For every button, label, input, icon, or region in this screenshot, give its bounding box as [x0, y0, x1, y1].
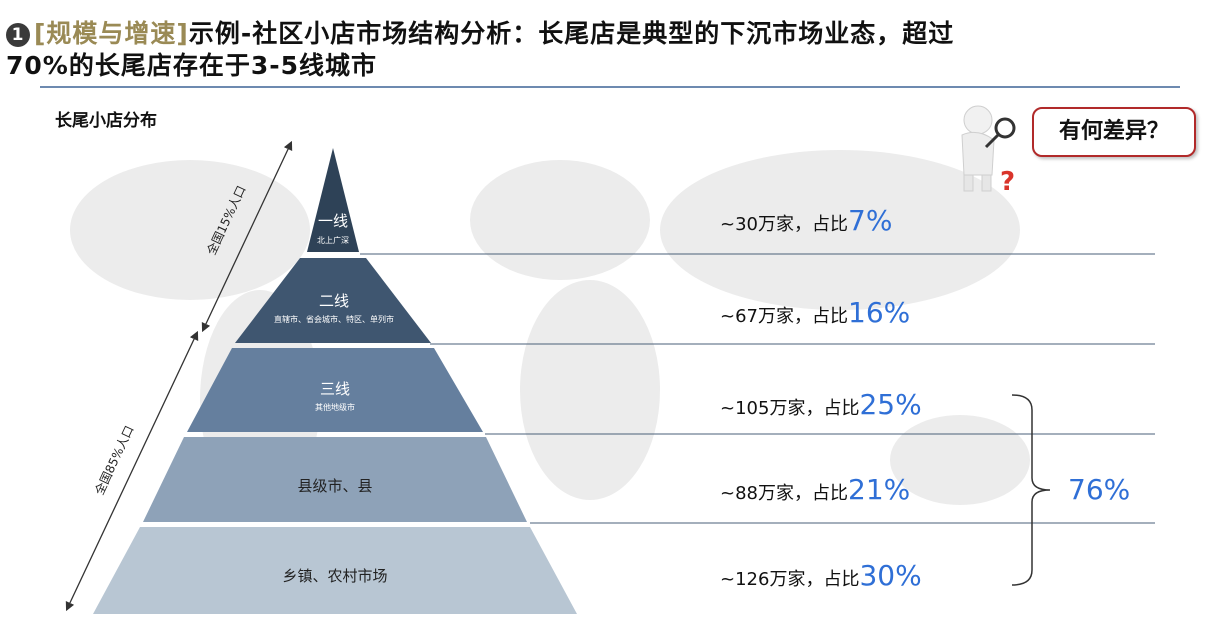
tier-4-pct: 21% — [848, 473, 910, 506]
tier-2-name: 二线 — [319, 292, 349, 310]
tier-3-stats: ~105万家，占比25% — [720, 388, 922, 421]
tier-5-unit: 万家，占比 — [769, 569, 859, 590]
tier-4-unit: 万家，占比 — [758, 483, 848, 504]
tier-4-stats: ~88万家，占比21% — [720, 473, 910, 506]
title-tag: [规模与增速] — [34, 19, 189, 48]
question-bubble: 有何差异？ — [1032, 107, 1196, 157]
tier-4-name: 县级市、县 — [297, 477, 372, 495]
tier-3-unit: 万家，占比 — [769, 398, 859, 419]
tier-2-pct: 16% — [848, 296, 910, 329]
bottom-population-arrow — [65, 330, 199, 612]
tier-3-desc: 其他地级市 — [315, 402, 355, 412]
thinking-figure-icon: ? — [961, 105, 1016, 197]
tier-3-name: 三线 — [320, 380, 350, 398]
section-subtitle: 长尾小店分布 — [55, 111, 157, 131]
tier-5-name: 乡镇、农村市场 — [282, 567, 387, 585]
tier-1-pct: 7% — [848, 204, 892, 237]
tier-1-layer — [307, 148, 359, 252]
section-number-badge: 1 — [6, 23, 30, 47]
tier-3-layer — [187, 348, 483, 432]
tier-1-stats: ~30万家，占比7% — [720, 204, 892, 237]
tier-2-unit: 万家，占比 — [758, 306, 848, 327]
tier-3-count: ~105 — [720, 398, 769, 419]
tier-2-stats: ~67万家，占比16% — [720, 296, 910, 329]
tier-1-desc: 北上广深 — [317, 235, 349, 245]
title-line2: 70%的长尾店存在于3-5线城市 — [6, 51, 378, 80]
tier-4-count: ~88 — [720, 483, 758, 504]
tier-1-name: 一线 — [318, 212, 348, 230]
tier-3-5-bracket — [1011, 394, 1051, 586]
title-divider — [40, 86, 1180, 88]
tier-5-count: ~126 — [720, 569, 769, 590]
page-title: 1[规模与增速]示例-社区小店市场结构分析：长尾店是典型的下沉市场业态，超过 7… — [6, 18, 1206, 82]
tier-4-layer — [143, 437, 527, 522]
bottom-population-label: 全国85%人口 — [91, 423, 136, 497]
tier-5-stats: ~126万家，占比30% — [720, 559, 922, 592]
tier-5-layer — [93, 527, 577, 614]
tier-5-pct: 30% — [859, 559, 921, 592]
title-line1: 示例-社区小店市场结构分析：长尾店是典型的下沉市场业态，超过 — [188, 19, 955, 48]
bracket-total: 76% — [1068, 473, 1130, 506]
tier-2-count: ~67 — [720, 306, 758, 327]
tier-separators — [360, 253, 1155, 524]
svg-text:?: ? — [1000, 167, 1015, 197]
top-population-arrow — [201, 140, 293, 333]
tier-1-count: ~30 — [720, 214, 758, 235]
tier-2-desc: 直辖市、省会城市、特区、单列市 — [274, 314, 394, 324]
tier-3-pct: 25% — [859, 388, 921, 421]
tier-1-unit: 万家，占比 — [758, 214, 848, 235]
